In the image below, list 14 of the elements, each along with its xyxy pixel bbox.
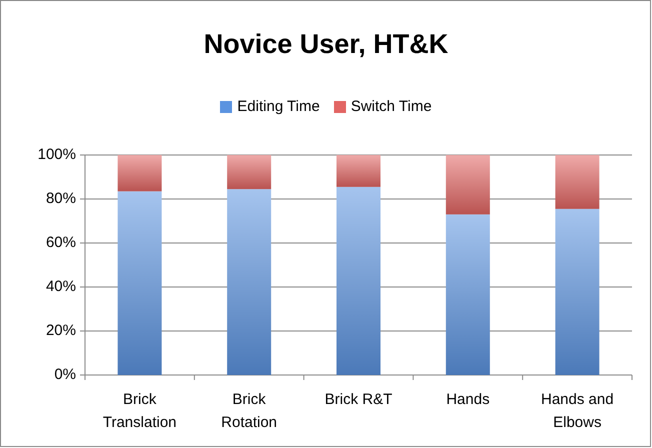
x-tick-label: Brick Translation bbox=[102, 390, 178, 433]
x-tick-label: Brick R&T bbox=[324, 390, 394, 410]
y-tick-label: 100% bbox=[38, 146, 76, 163]
chart-title: Novice User, HT&K bbox=[202, 29, 450, 60]
x-tick-label: Brick Rotation bbox=[220, 390, 278, 433]
y-tick-label: 20% bbox=[46, 322, 76, 339]
x-tick-label: Hands bbox=[445, 390, 491, 410]
legend-label: Switch Time bbox=[350, 98, 432, 115]
x-tick-label: Hands and Elbows bbox=[540, 390, 615, 433]
legend-label: Editing Time bbox=[237, 98, 320, 115]
y-tick-label: 40% bbox=[46, 278, 76, 295]
y-tick-label: 60% bbox=[46, 234, 76, 251]
y-tick-label: 0% bbox=[54, 366, 76, 383]
y-tick-label: 80% bbox=[46, 190, 76, 207]
